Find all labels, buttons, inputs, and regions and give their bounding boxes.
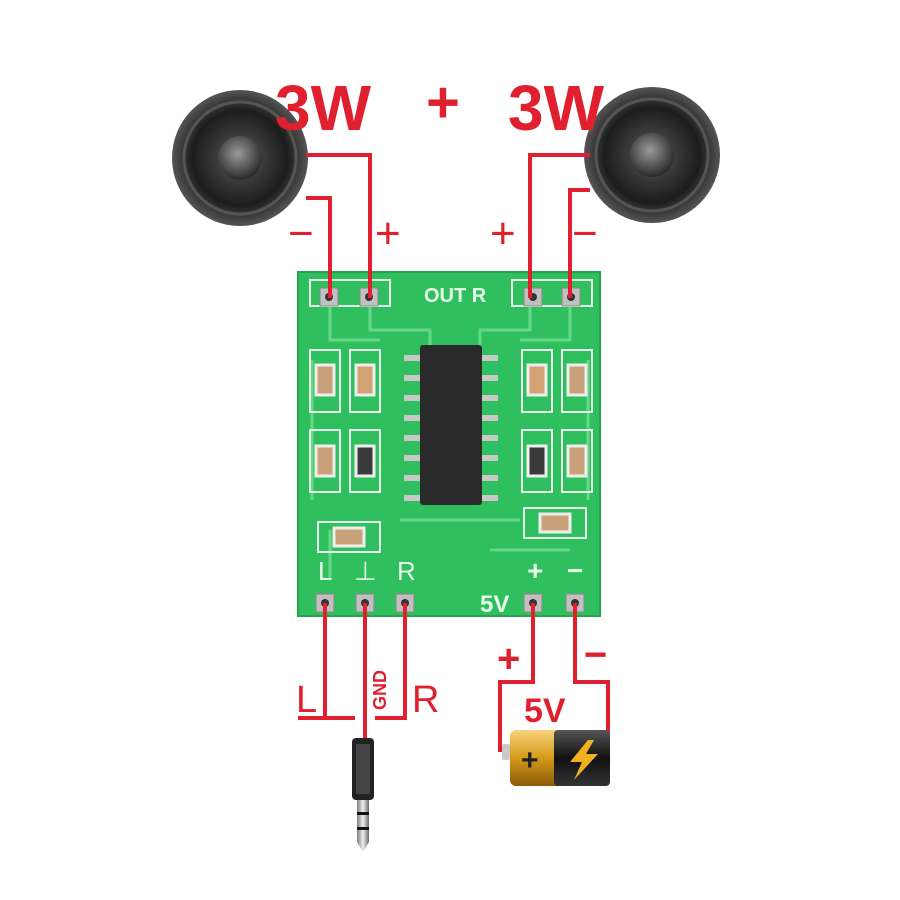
battery-icon: + xyxy=(502,730,610,786)
left-speaker-minus-label: − xyxy=(288,209,314,258)
amplifier-board: OUT R L ⊥ R + − 5V xyxy=(297,271,601,618)
audio-r-label: R xyxy=(412,679,439,721)
board-pin-r-label: R xyxy=(397,556,416,586)
power-minus-label: − xyxy=(584,633,607,677)
left-speaker-plus-label: + xyxy=(375,209,401,258)
smd-components xyxy=(314,363,588,548)
left-power-label: 3W xyxy=(275,72,372,144)
power-voltage-label: 5V xyxy=(524,692,566,730)
board-pin-plus-label: + xyxy=(527,555,543,586)
left-speaker-icon xyxy=(172,90,308,226)
audio-jack-icon xyxy=(352,738,374,852)
svg-text:+: + xyxy=(521,744,539,777)
title-plus-label: + xyxy=(426,70,460,135)
audio-l-label: L xyxy=(296,679,317,721)
board-pin-gnd-label: ⊥ xyxy=(354,556,377,586)
right-speaker-icon xyxy=(584,87,720,223)
right-speaker-plus-label: + xyxy=(490,209,516,258)
board-out-label: OUT R xyxy=(424,285,487,307)
audio-gnd-label: GND xyxy=(370,670,390,710)
board-pin-minus-label: − xyxy=(567,555,583,586)
board-voltage-label: 5V xyxy=(480,591,509,618)
right-power-label: 3W xyxy=(508,72,605,144)
power-plus-label: + xyxy=(497,637,520,681)
right-speaker-minus-label: − xyxy=(572,209,598,258)
board-pin-l-label: L xyxy=(318,556,332,586)
amplifier-chip xyxy=(420,345,482,505)
